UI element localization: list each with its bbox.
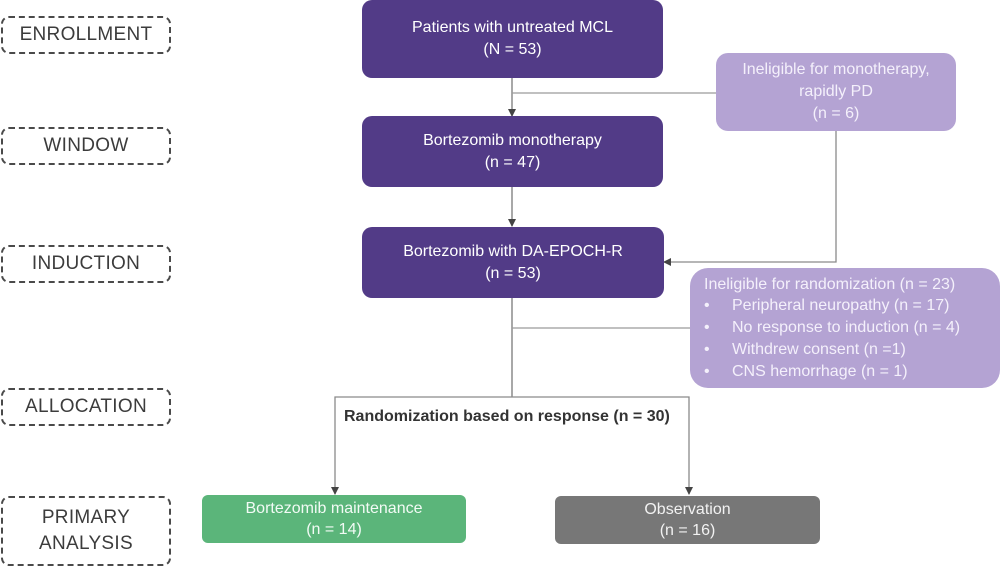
box-count: (n = 53) [485, 264, 541, 282]
box-arm-observation: Observation (n = 16) [555, 496, 820, 544]
box-excluded-randomization: Ineligible for randomization (n = 23) • P… [690, 268, 1000, 388]
box-induction: Bortezomib with DA-EPOCH-R (n = 53) [362, 227, 664, 298]
phase-label: INDUCTION [31, 253, 141, 274]
exclusion-reasons-list: • Peripheral neuropathy (n = 17) • No resp… [704, 295, 960, 383]
phase-label: ALLOCATION [25, 396, 147, 417]
excluded-header: Ineligible for randomization (n = 23) [704, 275, 956, 293]
box-title: Bortezomib monotherapy [423, 131, 602, 149]
box-title: Observation [644, 501, 731, 518]
reason-text: Peripheral neuropathy (n = 17) [732, 296, 950, 314]
bullet-icon: • [704, 340, 710, 358]
randomization-label: Randomization based on response (n = 30) [344, 408, 670, 425]
box-enrollment: Patients with untreated MCL (N = 53) [362, 0, 663, 78]
box-excluded-monotherapy: Ineligible for monotherapy, rapidly PD (… [716, 53, 956, 131]
box-title: Patients with untreated MCL [412, 19, 613, 36]
box-title: Bortezomib maintenance [245, 500, 423, 517]
bullet-icon: • [704, 362, 710, 380]
excluded-line2: rapidly PD [799, 83, 873, 100]
phase-label-line2: ANALYSIS [39, 533, 133, 554]
excluded-count: (n = 6) [812, 105, 860, 122]
arrow-randomization-to-maintenance [331, 396, 512, 495]
list-item: • CNS hemorrhage (n = 1) [704, 361, 960, 383]
phase-induction: INDUCTION [1, 245, 171, 283]
list-item: • No response to induction (n = 4) [704, 317, 960, 339]
box-title: Bortezomib with DA-EPOCH-R [403, 242, 623, 260]
bullet-icon: • [704, 318, 710, 336]
phase-label-line1: PRIMARY [41, 507, 131, 528]
list-item: • Withdrew consent (n =1) [704, 339, 960, 361]
arrow-excluded-monotherapy-to-induction [663, 131, 837, 266]
reason-text: CNS hemorrhage (n = 1) [732, 362, 908, 380]
excluded-line1: Ineligible for monotherapy, [742, 61, 930, 78]
box-count: (n = 47) [484, 153, 541, 171]
reason-text: Withdrew consent (n =1) [732, 340, 906, 358]
bullet-icon: • [704, 296, 710, 314]
phase-enrollment: ENROLLMENT [1, 16, 171, 54]
phase-window: WINDOW [1, 127, 171, 165]
box-count: (n = 14) [306, 521, 362, 538]
phase-allocation: ALLOCATION [1, 388, 171, 426]
list-item: • Peripheral neuropathy (n = 17) [704, 295, 960, 317]
phase-label: WINDOW [43, 135, 129, 156]
phase-primary-analysis: PRIMARY ANALYSIS [1, 496, 171, 566]
phase-label: ENROLLMENT [19, 24, 153, 45]
reason-text: No response to induction (n = 4) [732, 318, 961, 336]
box-window: Bortezomib monotherapy (n = 47) [362, 116, 663, 187]
box-arm-maintenance: Bortezomib maintenance (n = 14) [202, 495, 466, 543]
box-count: (N = 53) [483, 41, 542, 58]
arrow-randomization-to-observation [512, 396, 693, 495]
box-count: (n = 16) [659, 522, 716, 539]
